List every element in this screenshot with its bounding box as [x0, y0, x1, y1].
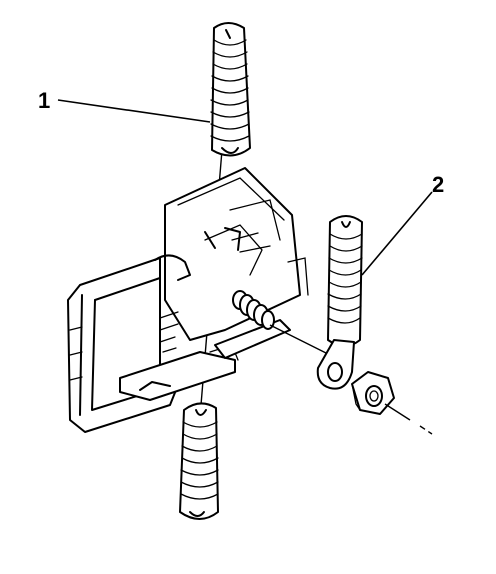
callout-2-number: 2	[432, 172, 444, 197]
mounting-bracket	[67, 167, 309, 433]
hex-nut	[351, 371, 395, 415]
spring-bottom	[179, 402, 219, 520]
spring-top	[210, 22, 251, 157]
nut-axis	[384, 403, 433, 435]
callout-1: 1	[38, 88, 211, 123]
spring-right-with-eyelet	[316, 215, 363, 390]
callout-2: 2	[361, 172, 444, 276]
threaded-stud	[232, 290, 331, 356]
callout-1-number: 1	[38, 88, 50, 113]
